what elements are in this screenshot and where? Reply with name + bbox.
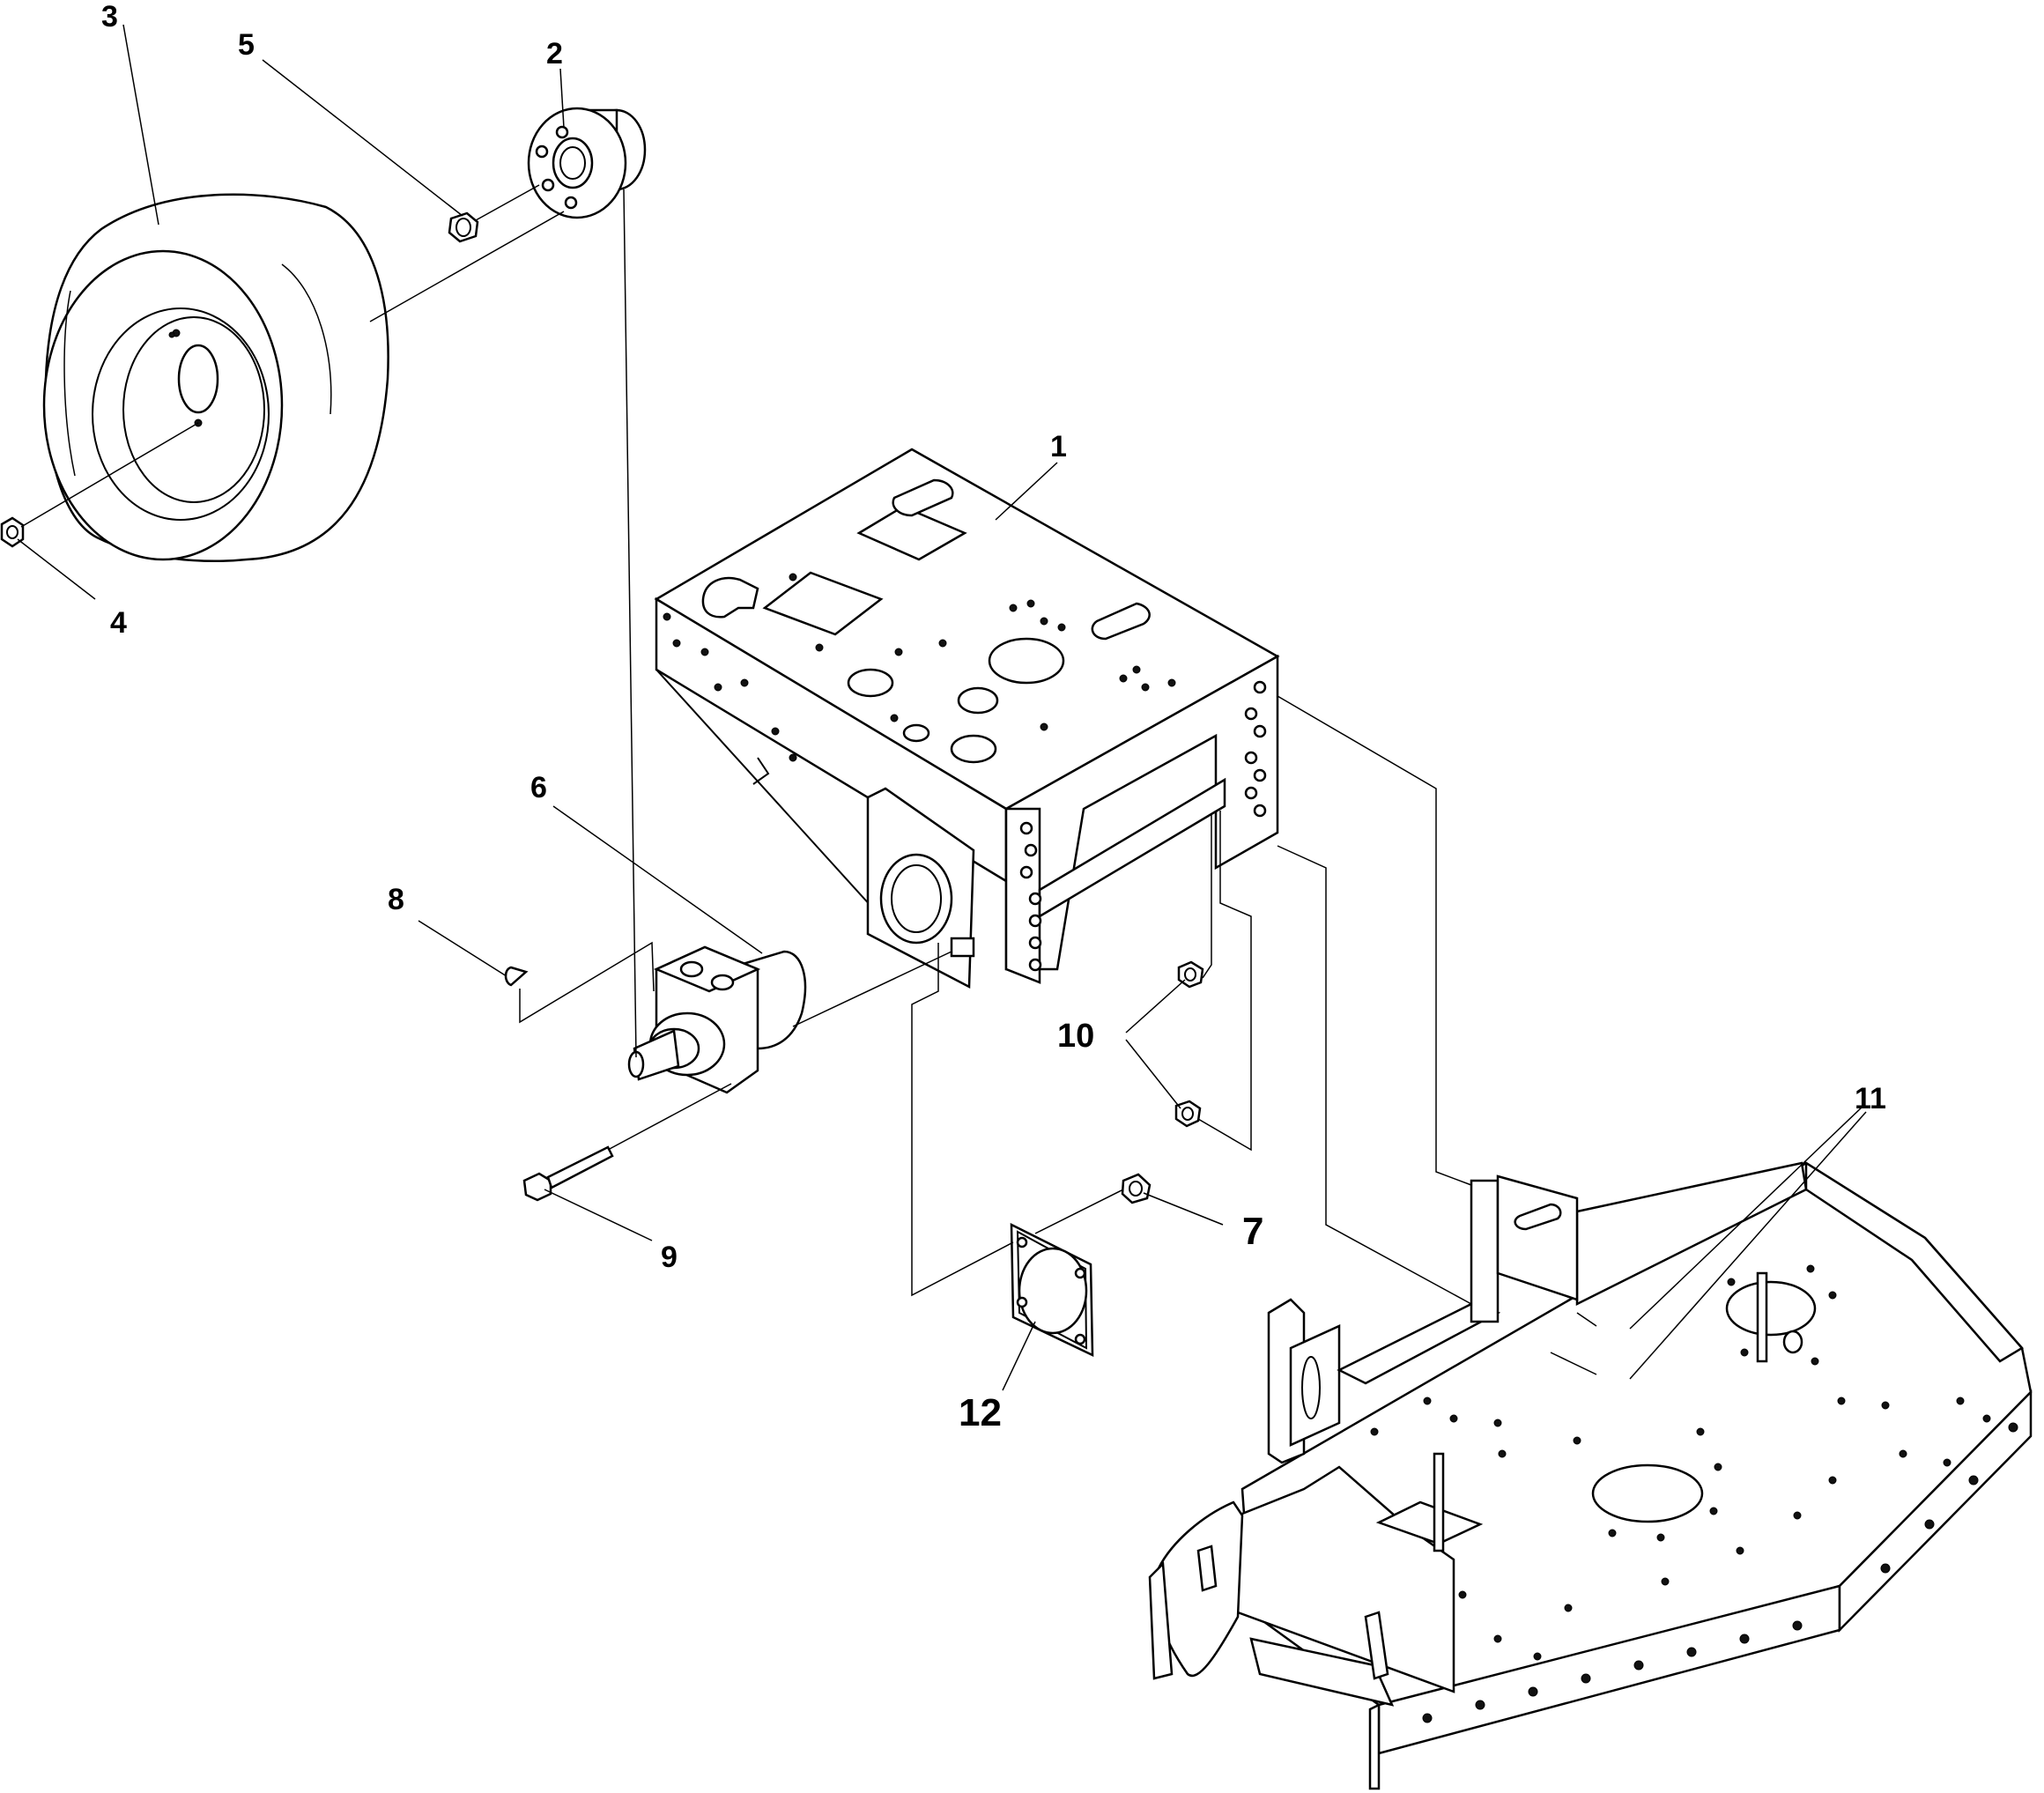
motor-mount-bracket	[866, 787, 975, 989]
hydraulic-motor	[627, 945, 807, 1094]
bolt	[522, 1145, 614, 1202]
lug-nut	[448, 211, 479, 243]
mower-deck	[1148, 1160, 2033, 1790]
gasket-plate	[1010, 1222, 1094, 1358]
callout-leaders	[17, 24, 1867, 1391]
nut-lower	[1174, 1100, 1202, 1128]
callout-1: 1	[1050, 430, 1067, 463]
callout-12: 12	[959, 1391, 1002, 1434]
wheel-hub	[527, 107, 647, 219]
wheel-nut	[0, 516, 25, 548]
assembly-lines	[20, 184, 1597, 1375]
wheel-tire	[42, 193, 389, 562]
callout-2: 2	[546, 37, 563, 70]
callout-6: 6	[530, 771, 547, 804]
callout-11: 11	[1855, 1082, 1886, 1115]
callout-9: 9	[661, 1241, 678, 1274]
flange-nut	[1121, 1173, 1152, 1204]
callout-10: 10	[1057, 1018, 1094, 1055]
callout-3: 3	[101, 0, 118, 33]
main-frame	[654, 448, 1280, 984]
key	[504, 966, 529, 987]
callout-4: 4	[110, 606, 127, 640]
callout-7: 7	[1242, 1210, 1263, 1253]
callout-8: 8	[388, 883, 404, 916]
nut-upper	[1177, 960, 1204, 989]
callout-5: 5	[238, 28, 255, 62]
callout-labels: 3 5 2 4 1 6 8 9 10 7 12 11	[101, 0, 1886, 1434]
